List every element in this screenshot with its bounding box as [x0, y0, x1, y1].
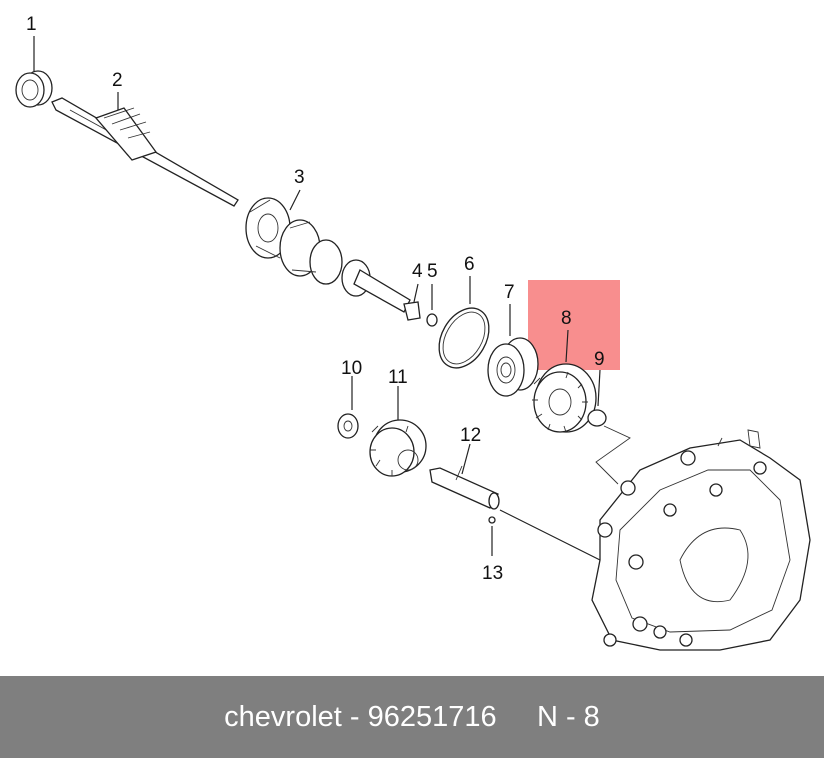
callout-7: 7: [504, 282, 515, 303]
part-13-pin: [488, 509, 601, 561]
callout-1: 1: [26, 14, 37, 35]
diagram-code: N - 8: [536, 700, 600, 733]
callout-6: 6: [464, 254, 475, 275]
part-6-ring: [438, 276, 490, 369]
callout-11: 11: [388, 367, 408, 388]
part-number: 96251716: [367, 700, 497, 733]
separator: -: [349, 700, 360, 733]
part-7-bearing: [487, 304, 539, 397]
part-10-washer: [337, 376, 359, 439]
parts-diagram: 1 2 3 4 5 6 7 8 9 10 11 12 13: [15, 14, 811, 651]
callout-10: 10: [341, 358, 362, 379]
part-8-gear: [532, 329, 597, 433]
part-5-washer: [426, 284, 438, 327]
footer-bar: chevrolet - 96251716 N - 8: [0, 676, 824, 758]
callout-9: 9: [594, 349, 605, 370]
callout-3: 3: [294, 167, 305, 188]
part-3-gear-cluster: [245, 189, 411, 313]
part-9-washer: [587, 369, 631, 485]
brand-name: chevrolet: [224, 700, 342, 733]
transmission-case: [591, 429, 811, 651]
part-1-bearing: [15, 36, 53, 108]
part-12-shaft: [429, 443, 500, 510]
callout-13: 13: [482, 563, 503, 584]
callout-12: 12: [460, 425, 481, 446]
footer-text: chevrolet - 96251716 N - 8: [224, 701, 600, 734]
part-11-gear: [369, 386, 427, 477]
callout-5: 5: [427, 261, 438, 282]
callout-4: 4: [412, 261, 423, 282]
highlight-box: [528, 280, 620, 370]
callout-8: 8: [561, 308, 572, 329]
part-2-shaft: [51, 92, 239, 207]
callout-2: 2: [112, 70, 123, 91]
part-4-bolt: [403, 283, 421, 321]
